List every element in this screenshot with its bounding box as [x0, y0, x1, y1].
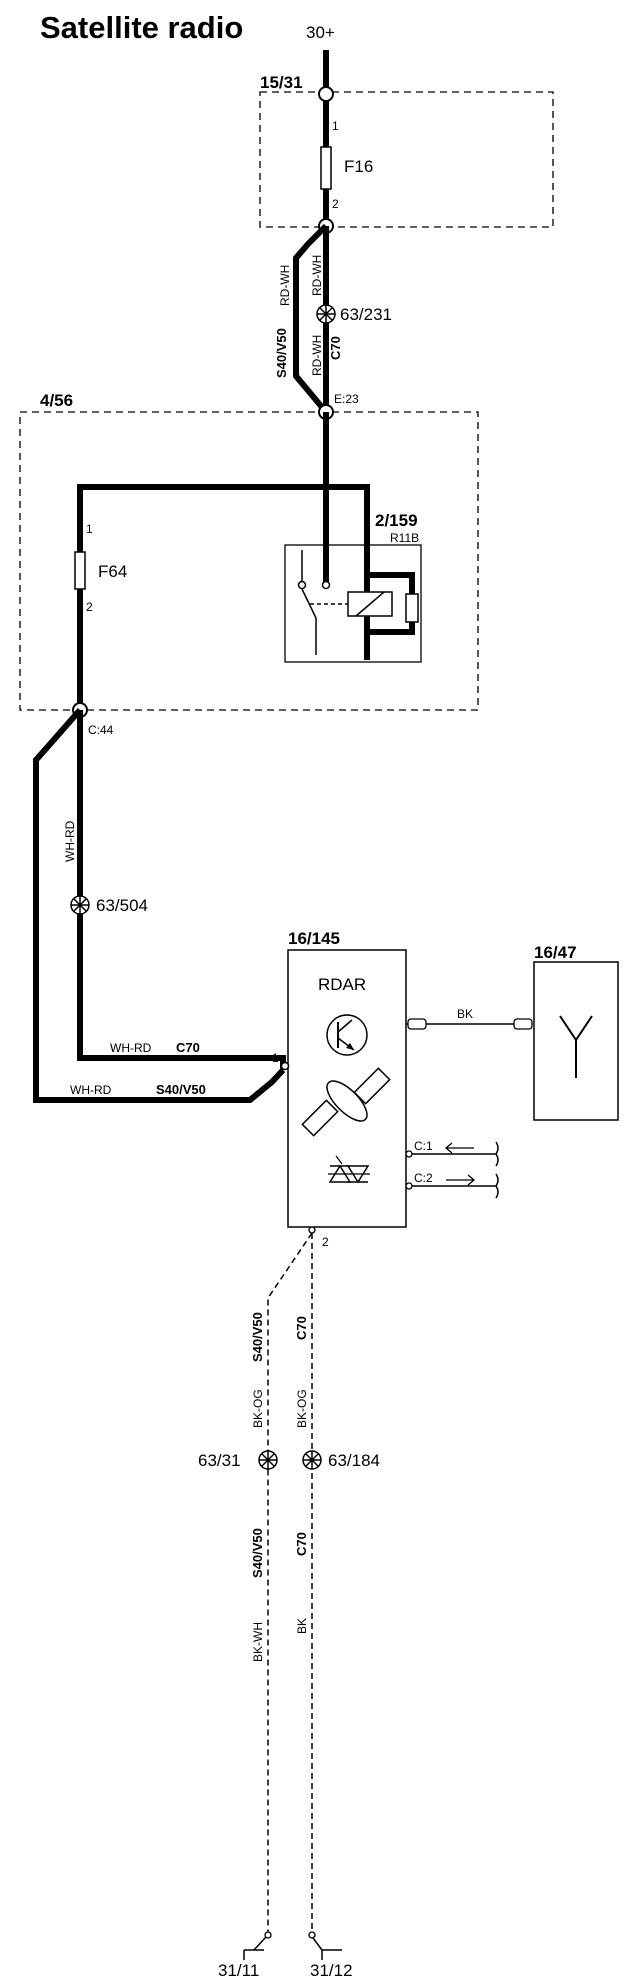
f64-pin-2: 2 [86, 600, 93, 614]
module-16-145-label: 16/145 [288, 929, 340, 948]
fuse-f16 [320, 146, 332, 190]
antenna-plug-module [407, 1018, 427, 1030]
module-pin-2-terminal [308, 1226, 316, 1234]
arrow-right-icon [446, 1174, 476, 1186]
wire-label-rd-wh-a: RD-WH [278, 265, 292, 306]
splice-63-504-icon [70, 895, 90, 915]
fuse-box-4-56-label: 4/56 [40, 391, 73, 410]
wire-rd-wh-s40v50 [293, 223, 329, 414]
variant-label-c70-c: C70 [294, 1316, 309, 1340]
relay-coil-slash [355, 591, 385, 617]
fuse-f16-label: F16 [344, 157, 373, 176]
connector-e23-label: E:23 [334, 392, 359, 406]
wire-label-bk-wh: BK-WH [251, 1622, 265, 1662]
ground-31-11-icon [243, 1931, 272, 1960]
splice-63-184-icon [302, 1450, 322, 1470]
supply-node [318, 86, 334, 102]
relay-contact-common [297, 580, 307, 590]
wire-label-bk-og-a: BK-OG [251, 1389, 265, 1428]
splice-63-184-label: 63/184 [328, 1451, 380, 1470]
fuse-box-15-31-label: 15/31 [260, 73, 303, 92]
module-pin-2: 2 [322, 1235, 329, 1249]
transistor-icon [326, 1014, 368, 1056]
supply-label-30plus: 30+ [306, 23, 335, 42]
connector-c1-label: C:1 [414, 1139, 433, 1153]
f16-pin-1: 1 [332, 119, 339, 133]
module-pin-1: 1 [272, 1051, 279, 1065]
antenna-16-47-label: 16/47 [534, 943, 577, 962]
relay-feed-wire [326, 484, 370, 545]
module-rdar-label: RDAR [318, 975, 366, 994]
fuse-f64-label: F64 [98, 562, 127, 581]
connector-c1-terminal [405, 1150, 413, 1158]
connector-c2-terminal [405, 1182, 413, 1190]
ground-31-11-label: 31/11 [218, 1961, 259, 1980]
signal-c2-break-icon [495, 1173, 499, 1199]
wire-label-bk-antenna: BK [457, 1007, 473, 1021]
splice-63-31-label: 63/31 [198, 1451, 241, 1470]
fuse-box-feed-wire [77, 412, 329, 552]
wire-label-wh-rd-c70: WH-RD [110, 1041, 152, 1055]
relay-2-159-label: 2/159 [375, 511, 418, 530]
variant-label-s40v50-a: S40/V50 [274, 328, 289, 378]
connector-c2-label: C:2 [414, 1171, 433, 1185]
ground-31-12-icon [308, 1931, 342, 1960]
variant-label-s40v50-b: S40/V50 [156, 1082, 206, 1097]
variant-label-c70-a: C70 [328, 336, 343, 360]
wire-label-bk-og-b: BK-OG [295, 1389, 309, 1428]
wire-label-rd-wh-b: RD-WH [310, 255, 324, 296]
f16-pin-2: 2 [332, 197, 339, 211]
splice-63-231-label: 63/231 [340, 305, 392, 324]
relay-resistor-icon [405, 593, 419, 623]
variant-label-c70-b: C70 [176, 1040, 200, 1055]
splice-63-504-label: 63/504 [96, 896, 148, 915]
module-pin-1-terminal [280, 1061, 290, 1071]
variant-label-s40v50-d: S40/V50 [250, 1528, 265, 1578]
relay-r11b-label: R11B [390, 531, 419, 545]
connector-c44-label: C:44 [88, 723, 114, 737]
antenna-plug-antenna [513, 1018, 533, 1030]
diode-icon [328, 1155, 370, 1184]
variant-label-s40v50-c: S40/V50 [250, 1312, 265, 1362]
wire-wh-rd-c70 [77, 710, 286, 1070]
variant-label-c70-d: C70 [294, 1532, 309, 1556]
wire-label-wh-rd-s40v50: WH-RD [70, 1083, 112, 1097]
wire-label-rd-wh-c: RD-WH [310, 335, 324, 376]
fuse-f64 [74, 551, 86, 590]
relay-contact-fixed [321, 580, 331, 590]
module-rdar [287, 949, 407, 1228]
signal-c1-break-icon [495, 1141, 499, 1167]
antenna-box [533, 961, 619, 1121]
ground-31-12-label: 31/12 [310, 1961, 353, 1980]
relay-r11b [284, 544, 422, 663]
ground-wire-s40v50 [267, 1232, 313, 1935]
wire-wh-rd-s40v50 [33, 708, 286, 1103]
splice-63-231-icon [316, 304, 336, 324]
f64-pin-1: 1 [86, 522, 93, 536]
arrow-left-icon [444, 1142, 474, 1154]
antenna-icon [559, 1015, 593, 1078]
wire-label-wh-rd-vertical: WH-RD [63, 820, 77, 862]
diagram-title: Satellite radio [40, 10, 243, 45]
satellite-icon [301, 1067, 391, 1137]
relay-switch-arm [301, 588, 317, 619]
fuse-box-4-56 [19, 411, 479, 711]
wire-label-bk-ground: BK [295, 1618, 309, 1634]
fuse-box-15-31 [259, 91, 554, 228]
splice-63-31-icon [258, 1450, 278, 1470]
